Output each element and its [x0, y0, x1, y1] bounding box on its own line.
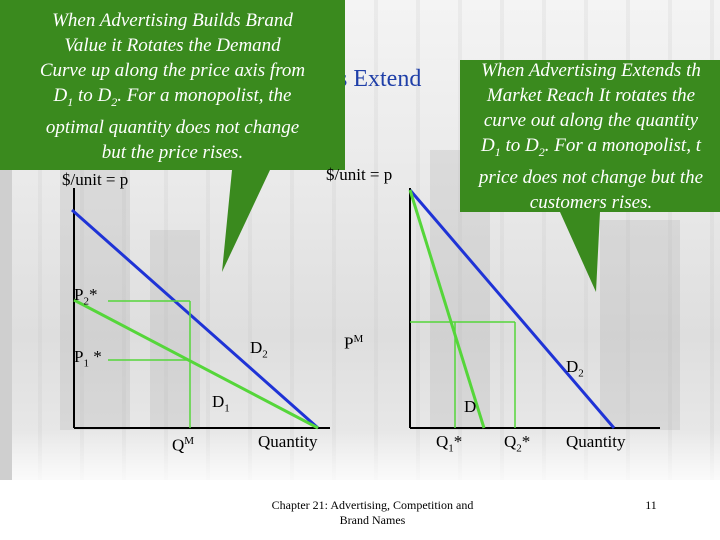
chapter-footer-line: Brand Names: [339, 513, 406, 527]
label-text: *: [88, 285, 98, 304]
callout-subscript: 2: [538, 144, 545, 159]
label-text: D: [250, 338, 263, 357]
chapter-footer: Chapter 21: Advertising, Competition and…: [240, 498, 505, 528]
left-d1-line: [73, 298, 319, 430]
left-d2-line: [71, 208, 319, 430]
label-text: D: [566, 357, 579, 376]
right-callout-line: price does not change but the: [478, 166, 704, 188]
label-text: Q: [504, 432, 517, 451]
left-d1-label: D1: [212, 392, 230, 414]
label-subscript: 1: [448, 442, 454, 455]
left-callout-line: but the price rises.: [101, 141, 244, 163]
label-text: D: [212, 392, 225, 411]
left-p1-label: P1 *: [74, 347, 102, 369]
label-text: P: [344, 333, 354, 353]
label-text: P: [74, 347, 84, 366]
background-building: [150, 230, 200, 430]
background-building: [60, 170, 130, 430]
right-callout-line: When Advertising Extends th: [481, 60, 701, 81]
label-superscript: M: [184, 435, 195, 447]
left-p2-label: P2*: [74, 285, 97, 307]
right-callout-line: Market Reach It rotates the: [486, 85, 696, 106]
right-callout-bubble: [460, 60, 720, 292]
page-number: 11: [645, 498, 657, 512]
label-subscript: 2: [262, 348, 268, 361]
right-y-axis-label: $/unit = p: [326, 165, 393, 184]
right-callout-line: D1 to D2. For a monopolist, t: [446, 133, 720, 165]
left-callout-line: D1 to D2. For a monopolist, the: [0, 83, 345, 115]
left-qm-label: QM: [172, 435, 194, 456]
right-pm-label: PM: [344, 333, 363, 354]
right-callout-line: customers rises.: [529, 191, 653, 213]
callout-text-fragment: to D: [500, 135, 539, 156]
label-text: Q: [436, 432, 449, 451]
label-subscript: 1: [224, 402, 230, 415]
right-x-axis-label: Quantity: [566, 432, 626, 451]
callout-subscript: 1: [67, 94, 74, 109]
left-x-axis-label: Quantity: [258, 432, 318, 451]
label-subscript: 2: [83, 295, 89, 308]
slide-title: rs Extend: [330, 66, 422, 92]
right-callout-text: When Advertising Extends th Market Reach…: [446, 58, 720, 215]
right-q1-label: Q1*: [436, 432, 462, 454]
left-d2-label: D2: [250, 338, 268, 360]
label-text: Q: [172, 435, 185, 455]
left-y-axis-label: $/unit = p: [62, 170, 129, 189]
left-callout-line: When Advertising Builds Brand: [52, 10, 293, 31]
callout-subscript: 1: [494, 144, 501, 159]
left-callout-line: optimal quantity does not change: [45, 116, 300, 138]
right-q2-label: Q2*: [504, 432, 530, 454]
label-text: *: [88, 347, 102, 366]
label-subscript: 1: [83, 357, 89, 370]
left-callout-line: Value it Rotates the Demand: [64, 35, 281, 56]
callout-text-fragment: . For a monopolist, the: [117, 85, 292, 106]
left-callout-text: When Advertising Builds Brand Value it R…: [0, 8, 345, 165]
right-d2-line: [408, 189, 616, 429]
right-d1-label: D: [464, 397, 477, 416]
right-d1-line: [408, 189, 486, 429]
label-superscript: M: [353, 333, 364, 345]
callout-text-fragment: . For a monopolist, t: [544, 135, 701, 156]
label-text: P: [74, 285, 84, 304]
background-fade: [0, 430, 720, 540]
right-callout-line: curve out along the quantity: [483, 110, 699, 131]
background-building: [600, 220, 680, 430]
callout-text-fragment: to D: [73, 85, 112, 106]
left-callout-line: Curve up along the price axis from: [39, 60, 306, 81]
chapter-footer-line: Chapter 21: Advertising, Competition and: [271, 498, 474, 512]
callout-subscript: 2: [111, 94, 118, 109]
right-d2-label: D2: [566, 357, 584, 379]
label-text: *: [453, 432, 463, 451]
callout-text-fragment: D: [481, 135, 495, 156]
callout-text-fragment: D: [53, 85, 68, 106]
label-text: *: [521, 432, 531, 451]
label-subscript: 2: [578, 367, 584, 380]
label-subscript: 2: [516, 442, 522, 455]
left-callout-bubble: [0, 0, 345, 272]
